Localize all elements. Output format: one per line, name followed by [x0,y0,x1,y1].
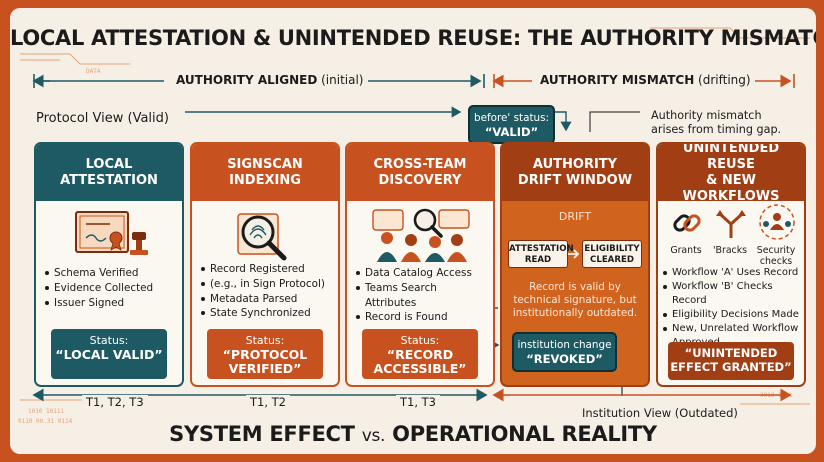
card-title-line-2: & NEW WORKFLOWS [682,172,780,204]
bullet-item: Workflow 'A' Uses Record [662,266,800,280]
bullet-item: (e.g., in Sign Protocol) [200,277,334,292]
protocol-view-label: Protocol View (Valid) [36,111,169,126]
authority-mismatch-label: AUTHORITY MISMATCH (drifting) [536,73,755,87]
bullet-item: Schema Verified [44,266,178,281]
before-status-label: before' status: [473,112,550,124]
mismatch-note: Authority mismatch arises from timing ga… [651,109,781,137]
bullet-subtext: (e.g., in Sign Protocol) [210,277,325,290]
card-unintended-reuse: UNINTENDED REUSE& NEW WORKFLOWS Grants '… [656,142,806,387]
pill-line-2: READ [524,255,552,265]
mismatch-rest: (drifting) [694,73,751,87]
card-title-line-2: ATTESTATION [60,172,158,188]
security-people-icon [759,204,795,240]
institution-change-value: “REVOKED” [526,352,603,366]
note-line-1: Authority mismatch [651,109,762,122]
card-title-line-2: DRIFT WINDOW [517,172,633,188]
timeline-label-3: T1, T3 [396,395,440,409]
status-value: “UNINTENDED EFFECT GRANTED” [670,346,792,374]
bullet-item: Evidence Collected [44,281,178,296]
institution-view-label: Institution View (Outdated) [582,406,738,420]
aligned-bold: AUTHORITY ALIGNED [176,73,318,87]
status-label: Status: [245,334,285,347]
bullet-item: Metadata Parsed [200,292,334,307]
footer-part-2: OPERATIONAL REALITY [392,422,657,446]
card-title-line-2: DISCOVERY [378,172,462,188]
status-badge: “UNINTENDED EFFECT GRANTED” [668,342,794,380]
pill-line-1: ATTESTATION [509,244,574,254]
deco-data-label: DATA [86,68,101,75]
pill-line-1: ELIGIBILITY [584,244,640,254]
bullet-list: Record Registered (e.g., in Sign Protoco… [200,262,334,321]
branch-arrows-icon [716,210,746,238]
icon-label-bracks: 'Bracks [712,245,748,256]
card-title-line-1: AUTHORITY [532,156,618,172]
team-search-icon [372,208,470,262]
card-title: UNINTENDED REUSE& NEW WORKFLOWS [658,142,804,204]
drift-description: Record is valid by technical signature, … [512,281,638,319]
status-label: Status: [400,334,440,347]
institution-change-box: institution change “REVOKED” [512,332,617,372]
authority-aligned-label: AUTHORITY ALIGNED (initial) [172,73,368,87]
footer-title: SYSTEM EFFECT vs. OPERATIONAL REALITY [10,422,816,446]
footer-vs: vs. [361,426,386,446]
bullet-item: State Synchronized [200,306,334,321]
bullet-item: Teams Search Attributes [355,281,489,311]
aligned-rest: (initial) [317,73,364,87]
icon-label-grants: Grants [670,245,702,256]
infographic-frame: DATA 1010 10111 0110 00.31 0114 3010 101… [10,8,816,454]
mismatch-bold: AUTHORITY MISMATCH [540,73,695,87]
bullet-item: Workflow 'B' Checks Record [662,280,800,308]
bullet-item: Issuer Signed [44,296,178,311]
chain-link-icon [673,214,701,232]
icon-label-security-checks: Security checks [756,245,796,267]
bullet-list: Data Catalog Access Teams Search Attribu… [355,266,489,325]
page-title: LOCAL ATTESTATION & UNINTENDED REUSE: TH… [10,26,816,50]
card-title-line-1: UNINTENDED REUSE [682,142,780,172]
bullet-list: Schema Verified Evidence Collected Issue… [44,266,178,310]
status-badge: Status: “RECORD ACCESSIBLE” [362,329,478,379]
bullet-item: Record is Found [355,310,489,325]
card-title-line-1: SIGNSCAN [227,156,303,172]
deco-bits-2: 0110 00.31 0114 [18,418,73,425]
card-title-line-1: LOCAL [85,156,133,172]
bullet-item: Data Catalog Access [355,266,489,281]
status-value: “LOCAL VALID” [55,347,163,362]
bullet-item: Eligibility Decisions Made [662,308,800,322]
arrow-right-icon [568,249,580,259]
card-title-line-1: CROSS-TEAM [373,156,467,172]
pill-line-2: CLEARED [590,255,634,265]
status-value: “PROTOCOL VERIFIED” [222,347,308,376]
bullet-list: Workflow 'A' Uses Record Workflow 'B' Ch… [662,266,800,350]
drift-label: DRIFT [558,210,592,223]
bullet-item: Record Registered [200,262,334,277]
note-line-2: arises from timing gap. [651,123,782,136]
status-badge: Status: “LOCAL VALID” [51,329,167,379]
timeline-label-2: T1, T2 [246,395,290,409]
before-status-value: “VALID” [484,125,539,139]
before-status-box: before' status: “VALID” [468,105,555,144]
certificate-icon [75,211,148,255]
magnifier-fingerprint-icon [237,213,287,261]
card-title-line-2: INDEXING [229,172,301,188]
footer-part-1: SYSTEM EFFECT [169,422,355,446]
institution-change-label: institution change [517,339,612,351]
status-badge: Status: “PROTOCOL VERIFIED” [207,329,323,379]
deco-bits-1: 1010 10111 [28,408,65,415]
timeline-label-1: T1, T2, T3 [82,395,148,409]
status-label: Status: [89,334,129,347]
status-value: “RECORD ACCESSIBLE” [373,347,467,376]
